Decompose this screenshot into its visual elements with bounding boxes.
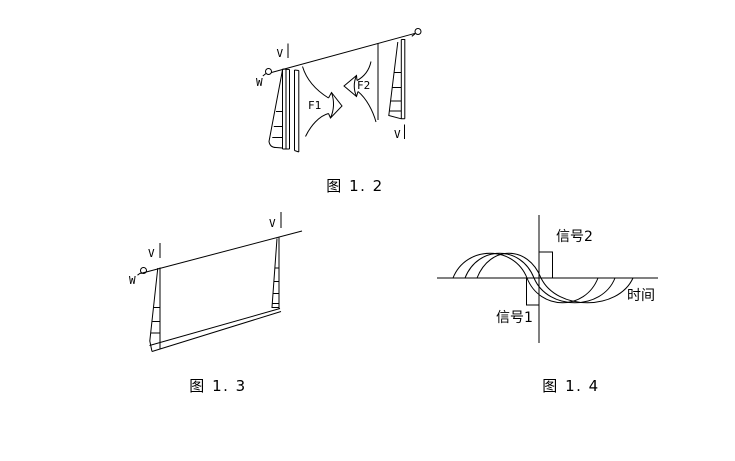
fig12-left-flag-cone-ticks	[272, 111, 283, 138]
fig14-sine-waves	[452, 252, 634, 304]
fig14-signal2-label: 信号2	[556, 229, 593, 245]
fig14-wave-1	[452, 252, 599, 304]
fig12-w-label: W	[256, 76, 263, 89]
figure-1-4: 信号2 时间 信号1 图 1. 4	[437, 215, 658, 395]
fig12-f1-label: F1	[308, 99, 321, 112]
fig13-caption: 图 1. 3	[189, 377, 246, 395]
fig13-w-label: W	[129, 274, 136, 287]
fig12-wire	[271, 32, 416, 73]
fig12-left-flag-strip	[294, 69, 300, 153]
fig12-caption: 图 1. 2	[326, 177, 383, 195]
fig12-f2-label: F2	[357, 79, 370, 92]
fig14-time-label: 时间	[627, 288, 655, 304]
fig13-bottom-hem	[149, 308, 282, 352]
fig13-right-strip	[271, 238, 279, 308]
fig12-right-flag-cone	[388, 39, 406, 120]
fig14-signal2-pulse	[539, 251, 553, 278]
fig12-left-flag-cone	[268, 69, 283, 149]
fig13-right-strip-ticks	[272, 267, 279, 304]
figure-1-2: W V F1 F2 V 图 1. 2	[256, 28, 422, 195]
fig12-left-flag-pole	[282, 68, 290, 150]
fig14-caption: 图 1. 4	[542, 377, 599, 395]
fig14-wave-2	[464, 252, 616, 304]
rotation-arrow-icon	[411, 28, 422, 37]
fig14-signal1-pulse	[526, 278, 539, 306]
fig13-left-strip	[149, 267, 159, 352]
fig14-signal1-label: 信号1	[496, 310, 533, 326]
fig12-right-flag-cone-ticks	[389, 72, 402, 112]
w-rotation-arrow-icon	[262, 68, 272, 77]
fig13-curtain	[149, 237, 282, 352]
fig12-v-bottom-label: V	[394, 128, 401, 141]
fig13-left-strip-ticks	[151, 307, 160, 334]
f1-curved-arrow-icon	[302, 66, 343, 137]
fig12-v-top-label: V	[277, 47, 284, 60]
fig13-wire	[140, 230, 303, 274]
f2-curved-arrow-icon	[343, 61, 377, 123]
fig12-left-flag	[268, 68, 300, 153]
w-rotation-arrow-icon	[137, 267, 147, 276]
figure-1-3: W V V 图 1. 3	[129, 212, 303, 395]
fig12-right-flag	[377, 39, 406, 120]
fig13-v-left-label: V	[148, 247, 155, 260]
fig14-wave-3	[476, 252, 634, 304]
fig13-v-right-label: V	[269, 217, 276, 230]
